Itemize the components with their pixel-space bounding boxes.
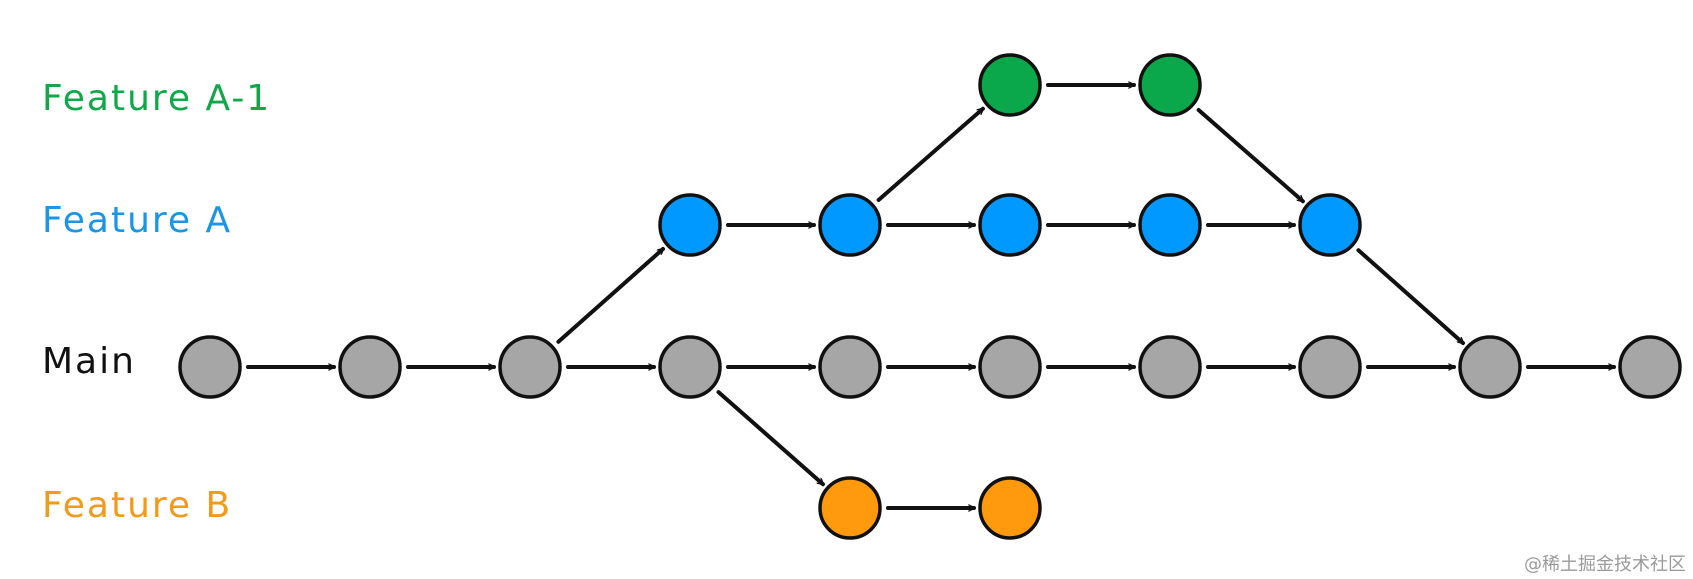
branch-edge-feature-b	[716, 390, 825, 487]
commit-node-main-10	[1618, 335, 1682, 399]
lane-label-feature-b: Feature B	[42, 485, 232, 526]
commit-node-main-7	[1138, 335, 1202, 399]
commit-node-feature-a-1	[658, 193, 722, 257]
commit-node-feature-a-3	[978, 193, 1042, 257]
commit-node-main-5	[818, 335, 882, 399]
commit-node-feature-a-4	[1138, 193, 1202, 257]
commit-node-feature-a-1-2	[1138, 53, 1202, 117]
merge-edge-feature-a-into-main	[1356, 248, 1466, 346]
commit-node-main-4	[658, 335, 722, 399]
commit-node-feature-a-2	[818, 193, 882, 257]
lane-label-main: Main	[42, 341, 136, 382]
lane-label-feature-a-1: Feature A-1	[42, 78, 271, 119]
commit-node-main-1	[178, 335, 242, 399]
commit-node-feature-b-1	[818, 476, 882, 540]
watermark: @稀土掘金技术社区	[1524, 554, 1686, 575]
branch-edge-feature-a	[556, 246, 666, 344]
commit-node-feature-a-5	[1298, 193, 1362, 257]
commit-node-feature-a-1-1	[978, 53, 1042, 117]
commit-node-main-9	[1458, 335, 1522, 399]
commit-node-main-8	[1298, 335, 1362, 399]
commit-node-main-2	[338, 335, 402, 399]
branch-edge-feature-a-1	[876, 106, 985, 202]
commit-node-main-3	[498, 335, 562, 399]
commit-node-feature-b-2	[978, 476, 1042, 540]
commit-node-main-6	[978, 335, 1042, 399]
lane-label-feature-a: Feature A	[42, 200, 232, 241]
merge-edge-feature-a-1-into-feature-a	[1196, 108, 1305, 204]
